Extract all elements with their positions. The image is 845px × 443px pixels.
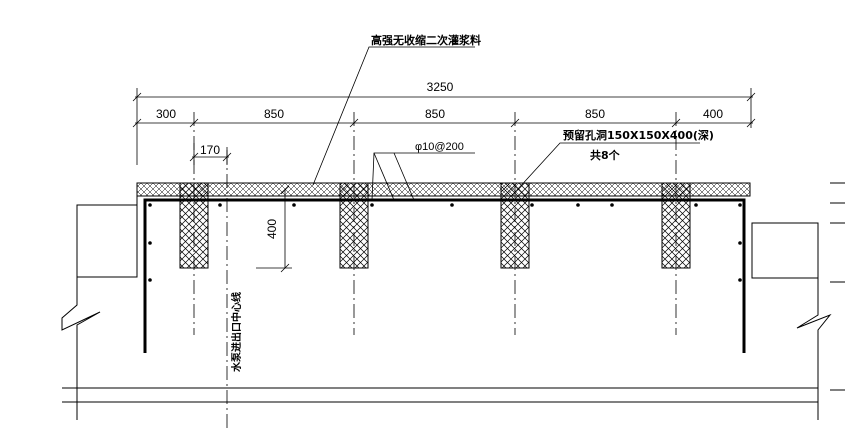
dim-seg-3: 850 bbox=[585, 107, 605, 121]
dim-seg-right: 400 bbox=[703, 107, 723, 121]
dim-seg-1: 850 bbox=[264, 107, 284, 121]
left-wall bbox=[61, 200, 138, 420]
dim-offset: 170 bbox=[200, 143, 220, 157]
dim-seg-left: 300 bbox=[156, 107, 176, 121]
dimension-lines bbox=[132, 88, 756, 273]
dim-total: 3250 bbox=[427, 80, 454, 94]
grout-label: 高强无收缩二次灌浆料 bbox=[371, 33, 481, 47]
anchor-holes bbox=[179, 182, 691, 269]
base-slab-lines bbox=[62, 387, 818, 403]
right-wall bbox=[751, 182, 845, 420]
rebar-main bbox=[143, 198, 746, 353]
dim-depth: 400 bbox=[265, 219, 279, 239]
rebar-dots bbox=[148, 203, 742, 282]
hole-count-label: 共8个 bbox=[590, 148, 621, 162]
rebar-label: φ10@200 bbox=[415, 141, 464, 153]
dim-seg-2: 850 bbox=[425, 107, 445, 121]
grout-layer bbox=[136, 182, 751, 197]
foundation-outline bbox=[136, 195, 750, 277]
leader-lines bbox=[312, 46, 700, 201]
hole-label: 预留孔洞150X150X400(深) bbox=[563, 128, 714, 142]
centerline-label: 水泵进出口中心线 bbox=[230, 292, 243, 373]
